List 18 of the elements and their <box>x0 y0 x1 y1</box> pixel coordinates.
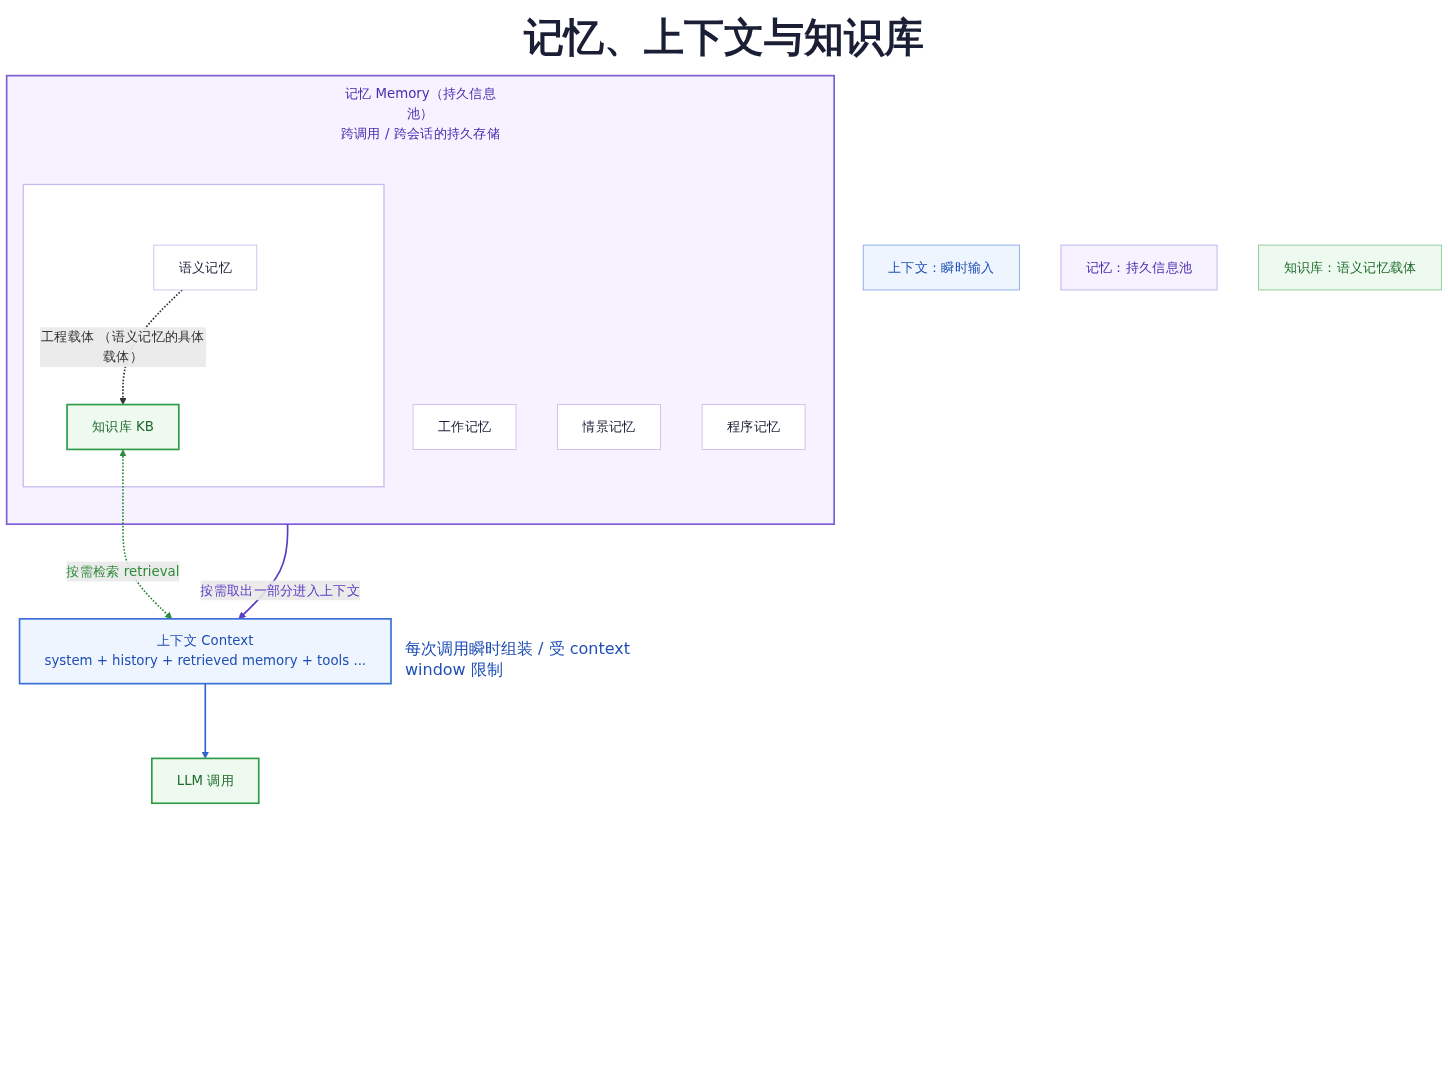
node-box: 记忆：持久信息池 <box>1060 244 1218 291</box>
node-box: 知识库 KB <box>66 403 180 451</box>
edge-label: 按需检索 retrieval <box>66 563 180 579</box>
node-note: 每次调用瞬时组装 / 受 context window 限制 <box>405 639 631 682</box>
node-box: 上下文：瞬时输入 <box>862 244 1020 291</box>
node-box: 程序记忆 <box>701 404 806 450</box>
node-box: 工作记忆 <box>412 404 517 450</box>
arrow <box>119 449 173 620</box>
cluster <box>22 183 385 488</box>
diagram-title: 记忆、上下文与知识库 <box>522 13 925 62</box>
arrow <box>201 682 209 759</box>
node-box: LLM 调用 <box>151 757 260 805</box>
node-box: 情景记忆 <box>557 404 661 450</box>
edge-label: 工程载体 （语义记忆的具体载体） <box>41 328 205 365</box>
edge-label: 按需取出一部分进入上下文 <box>200 582 360 598</box>
node-box: 知识库：语义记忆载体 <box>1258 244 1442 291</box>
node-box: 语义记忆 <box>153 244 258 291</box>
node-box: 上下文 Context system + history + retrieved memory + tools ... <box>18 618 392 685</box>
